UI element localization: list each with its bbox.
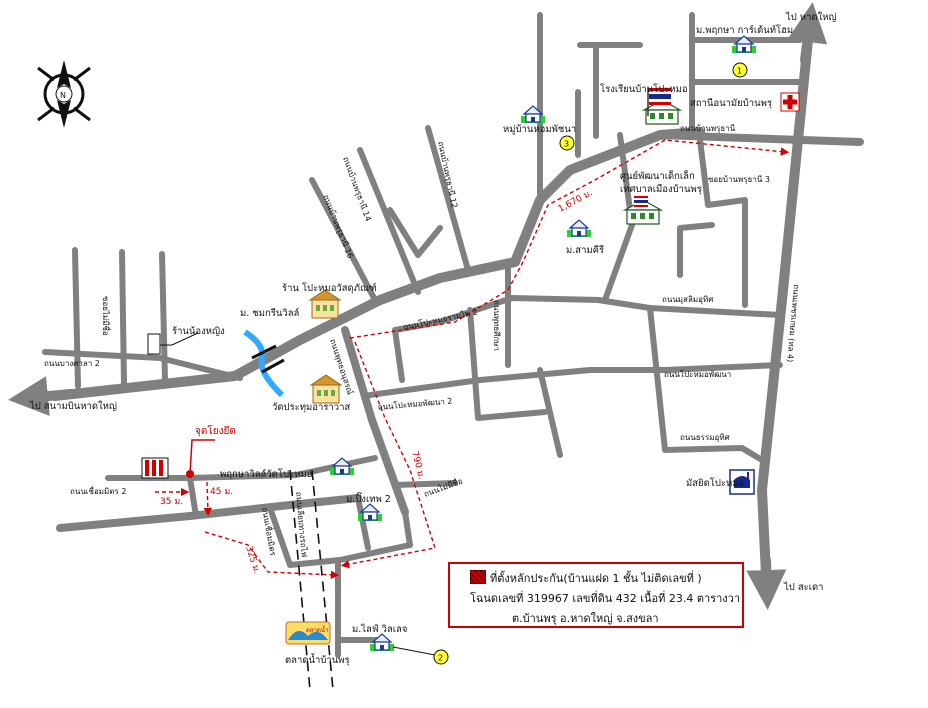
child-center-label-1: ศูนย์พัฒนาเด็กเล็ก [620,169,695,182]
road-west-2 [119,249,127,386]
road-label-thammauthit: ถนนธรรมอุทิศ [680,433,730,442]
marker-2: 2 [392,646,449,665]
health-station-label: สถานีอนามัยบ้านพรุ [690,97,772,109]
route-1670 [349,139,790,339]
road-label-highway4: ถนนเพชรเกษม (ทล 4) [785,284,801,363]
route-45 [203,481,213,517]
distance-790-label: 790 ม. [409,450,426,480]
road-soi14 [309,177,378,303]
road-label-phutthasuksa: ถนนพุทธศึกษา [492,300,501,351]
road-soi3 [697,137,748,308]
thai-flag-icon [647,88,671,116]
road-soi-cross [387,207,443,258]
distance-1670-label: 1,670 ม. [557,188,595,214]
road-label-chueammit2: ถนนเชื่อมมิตร 2 [70,485,126,496]
collateral-info-line1: ที่ตั้งหลักประกัน(บ้านแฝด 1 ชั้น ไม่ติดเ… [490,572,702,585]
collateral-site [141,457,169,479]
road-pomor-phatthana2 [367,362,783,398]
collateral-legend-swatch [470,570,486,584]
road-label-soi3: ซอยบ้านพรุธานี 3 [708,175,770,184]
shop-building-icon [309,289,341,319]
collateral-info-line2: โฉนดเลขที่ 319967 เลขที่ดิน 432 เนื้อที่… [470,592,740,605]
route-325 [204,531,340,580]
nong-ying-shop-icon [147,333,161,355]
road-soi12 [425,125,471,273]
road-label-pomor-ramphai: ถนนโปะหมอรามไพ 2 [402,306,478,332]
road-soi3-branch [677,222,715,278]
compass-icon: N [37,60,91,128]
road-mosque [647,305,765,463]
pruksa-garden-label: ม.พฤกษา การ์เด้นท์โฮม [696,24,793,36]
reference-point-label: จุดโยงยึด [195,424,236,437]
road-banpru-thani [656,131,864,146]
road-bangsala [42,349,243,381]
dest-hatyai-label: ไป หาดใหญ่ [785,11,837,23]
svg-text:3: 3 [564,140,569,149]
pruksa-ville-label: พฤกษาวิลล์วัดโปะหมอ [220,468,312,480]
marker-3: 3 [559,135,575,151]
road-soi16 [357,147,421,295]
light-village-label: ม.ไลฟ์ วิลเลจ [352,623,407,635]
road-pinkthep [355,495,371,551]
dest-sadao-label: ไป สะเดา [783,581,823,593]
chomkreen-label: ม. ชมกรีนวิลล์ [240,307,300,319]
wat-label: วัดประทุมอาราวาส [272,402,350,413]
mosque-label: มัสยิดโปะหมอ [686,477,744,489]
arrow-airport [8,376,75,417]
road-pomor-ramphai [392,295,603,333]
road-chueammit [56,494,362,532]
road-block-east [537,367,563,458]
shop-label: ร้าน โปะหมอวัสดุภัณฑ์ [282,282,377,294]
samkhiri-house-icon [566,219,592,238]
distance-45-label: 45 ม. [210,487,233,497]
mosque-icon [729,469,755,495]
marker-1: 1 [732,62,748,78]
road-south-loop [267,505,413,568]
child-center-label-2: เทศบาลเมืองบ้านพรุ [620,184,702,195]
market-logo-icon: ตลาดน้ำ [285,621,331,645]
distance-35-label: 35 ม. [160,497,183,507]
svg-text:1: 1 [737,67,742,76]
svg-text:ตลาดน้ำ: ตลาดน้ำ [306,624,328,634]
arrow-sadao [746,555,787,610]
market-label: ตลาดน้ำบ้านพรุ [285,653,350,666]
road-label-pomor-phatthana2: ถนนโปะหมอพัฒนา 2 [377,396,452,412]
highway-4 [757,35,813,580]
main-road-west [50,127,705,401]
road-label-soi16: ถนนบ้านพรุธานี 16 [321,193,355,259]
samkhiri-label: ม.สามคีรี [566,244,604,256]
wat-temple-icon [310,374,342,404]
road-block-inner [467,307,548,421]
road-label-bangsala: ถนนบางศาลา 2 [44,359,100,368]
dest-airport-label: ไป สนามบินหาดใหญ่ [29,400,117,412]
road-phutthanusorn [341,326,409,516]
school-label: โรงเรียนบ้านโปะหมอ [600,83,688,95]
nong-ying-label: ร้านน้องหญิง [172,326,225,337]
red-cross-icon [780,92,800,112]
road-ref-stub [187,475,199,519]
road-pinkthep2 [392,480,458,548]
road-label-soi-no-name: ซอยไม่มีชื่อ [101,296,112,336]
svg-text:2: 2 [438,654,443,663]
road-label-pomor-phatthana: ถนนโปะหมอพัฒนา [664,369,731,379]
road-label-muslim: ถนนมุสลิมอุทิศ [662,295,713,304]
railway [289,469,334,691]
bridge [243,329,285,398]
light-village-house-icon [369,633,395,652]
thai-flag-small-icon [634,196,648,207]
road-west-1 [72,247,81,389]
road-label-banpru-thani: ถนนบ้านพรุธานี [680,124,736,133]
arrow-hatyai [787,2,828,65]
pinkthep-label: ม.ปิ๊งเทพ 2 [346,491,391,505]
collateral-info-line3: ต.บ้านพรุ อ.หาดใหญ่ จ.สงขลา [512,612,659,625]
distance-routes [155,139,790,580]
hom-village-label: หมู่บ้านหอมพัชนา [503,124,576,135]
compass-label: N [60,91,66,100]
collateral-info-box: ที่ตั้งหลักประกัน(บ้านแฝด 1 ชั้น ไม่ติดเ… [448,562,744,628]
reference-point: จุดโยงยึด [186,424,236,478]
road-child-center [602,132,635,303]
road-block-left [392,327,405,383]
